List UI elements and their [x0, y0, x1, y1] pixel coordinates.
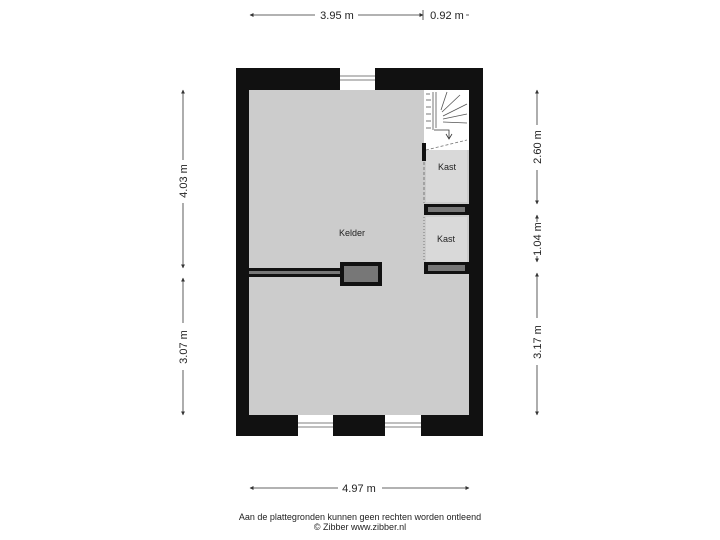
- stair-area: [424, 90, 469, 150]
- inner-walls: [249, 143, 469, 286]
- chimney-core: [344, 266, 378, 282]
- footer-copyright: © Zibber www.zibber.nl: [313, 522, 407, 532]
- floor-area: [249, 90, 469, 415]
- window-top: [340, 68, 375, 90]
- dimension-top-right-label: 0.92 m: [430, 10, 464, 22]
- partition-wall-inner: [249, 271, 344, 274]
- dimension-top-main-label: 3.95 m: [320, 10, 354, 22]
- closet-bottom-core: [428, 265, 465, 271]
- windows: [298, 68, 421, 436]
- dimension-bottom-label: 4.97 m: [342, 483, 376, 495]
- dimension-top: [249, 10, 469, 20]
- dimension-right-middle-label: 1.04 m: [532, 222, 544, 256]
- window-bottom-right: [385, 415, 421, 436]
- room-label-kast-lower: Kast: [437, 234, 456, 244]
- closet-divider-core: [428, 207, 465, 212]
- dimension-left-upper-label: 4.03 m: [178, 164, 190, 198]
- room-label-kast-upper: Kast: [438, 162, 457, 172]
- closet-upper-floor: [426, 150, 467, 202]
- window-bottom-left: [298, 415, 333, 436]
- stair-side-wall: [422, 143, 426, 161]
- dimension-right-upper-label: 2.60 m: [532, 130, 544, 164]
- closet-lower-floor: [426, 217, 467, 262]
- dimension-left-lower-label: 3.07 m: [178, 330, 190, 364]
- footer-disclaimer: Aan de plattegronden kunnen geen rechten…: [238, 512, 482, 522]
- dimension-right-lower-label: 3.17 m: [532, 325, 544, 359]
- room-label-kelder: Kelder: [339, 228, 365, 238]
- staircase: [425, 91, 468, 151]
